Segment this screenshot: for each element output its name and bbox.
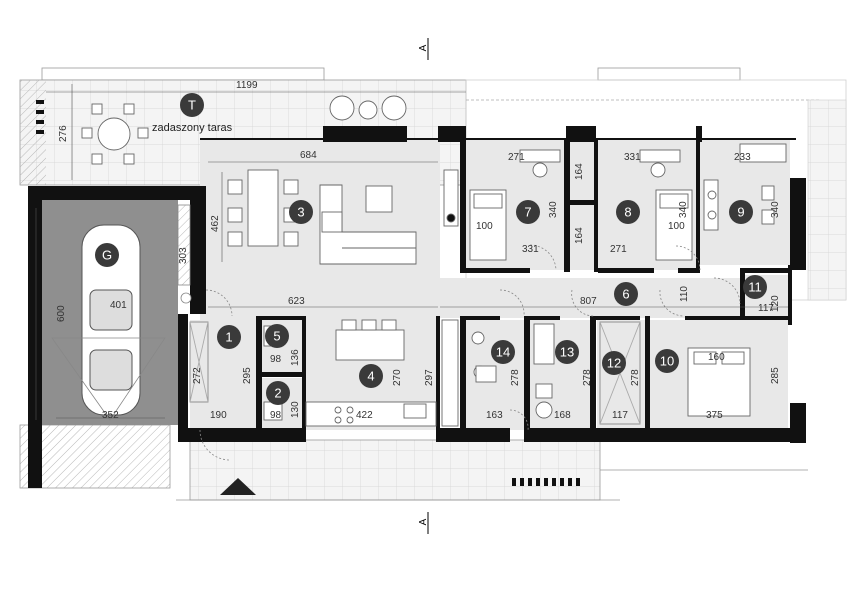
- steps: [36, 100, 580, 486]
- svg-text:9: 9: [737, 205, 744, 220]
- dim-r8-bottom: 271: [610, 244, 627, 255]
- svg-text:14: 14: [496, 345, 510, 360]
- car-icon: [81, 224, 141, 416]
- svg-text:G: G: [102, 248, 112, 263]
- dim-r4-h: 270: [392, 369, 403, 386]
- terrace-label: zadaszony taras: [152, 122, 233, 134]
- dim-closet-b: 164: [574, 227, 585, 244]
- section-marker-top: A: [418, 44, 429, 51]
- dim-r10-bottom: 375: [706, 410, 723, 421]
- room-badge-12: 12: [602, 351, 626, 375]
- dim-r7-bed: 100: [476, 221, 493, 232]
- dim-r8-side: 340: [678, 201, 689, 218]
- svg-text:10: 10: [660, 354, 674, 369]
- room-badge-4: 4: [359, 364, 383, 388]
- dim-r1-h: 295: [242, 367, 253, 384]
- room-badge-1: 1: [217, 325, 241, 349]
- dim-r5-h: 136: [290, 349, 301, 366]
- dimension-lines: [35, 84, 788, 420]
- dim-r4-w: 422: [356, 410, 373, 421]
- svg-text:5: 5: [273, 329, 280, 344]
- svg-text:8: 8: [624, 205, 631, 220]
- dim-garage-depth: 600: [56, 305, 67, 322]
- svg-text:13: 13: [560, 345, 574, 360]
- dim-hall-width: 623: [288, 296, 305, 307]
- dim-r9-top: 233: [734, 152, 751, 163]
- room-badge-11: 11: [743, 275, 767, 299]
- dim-r11-w: 117: [758, 303, 774, 314]
- dim-garage-car: 401: [110, 300, 127, 311]
- room-badge-6: 6: [614, 282, 638, 306]
- room-badge-8: 8: [616, 200, 640, 224]
- svg-text:2: 2: [274, 386, 281, 401]
- furniture: [81, 95, 787, 427]
- room-badge-2: 2: [266, 381, 290, 405]
- dim-r13-w: 168: [554, 410, 571, 421]
- dim-r1-side: 272: [192, 367, 203, 384]
- dim-r9-side: 340: [770, 201, 781, 218]
- dim-r12-h: 278: [630, 369, 641, 386]
- dim-garage-side: 303: [178, 247, 189, 264]
- garage-door: [51, 204, 192, 421]
- dim-r14-h: 278: [510, 369, 521, 386]
- dim-total-width: 1199: [236, 80, 258, 91]
- room-badge-T: T: [180, 93, 204, 117]
- svg-text:T: T: [188, 98, 196, 113]
- dim-r1-w: 190: [210, 410, 227, 421]
- walls: [28, 126, 806, 488]
- dim-r10-side: 285: [770, 367, 781, 384]
- svg-text:12: 12: [607, 356, 621, 371]
- dim-r10-top: 160: [708, 352, 725, 363]
- dim-r5-w: 98: [270, 354, 282, 365]
- dim-living-width: 684: [300, 150, 317, 161]
- room-badge-9: 9: [729, 200, 753, 224]
- dim-r11-h: 120: [770, 295, 781, 312]
- entrance-arrow-icon: [220, 478, 256, 495]
- room-badge-G: G: [95, 243, 119, 267]
- dim-r7-top: 271: [508, 152, 525, 163]
- svg-text:6: 6: [622, 287, 629, 302]
- dim-r8-bed: 100: [668, 221, 685, 232]
- dim-r14-w: 163: [486, 410, 503, 421]
- door-swings: [199, 244, 741, 461]
- entrance-terrace: [19, 424, 808, 501]
- dim-r13-h: 278: [582, 369, 593, 386]
- room-badge-13: 13: [555, 340, 579, 364]
- dim-corridor-width: 807: [580, 296, 597, 307]
- dim-garage-width: 352: [102, 410, 119, 421]
- dim-r2-h: 130: [290, 401, 301, 418]
- svg-text:1: 1: [225, 330, 232, 345]
- dim-r2-w: 98: [270, 410, 282, 421]
- room-badge-10: 10: [655, 349, 679, 373]
- svg-text:11: 11: [748, 280, 762, 295]
- svg-text:7: 7: [524, 205, 531, 220]
- svg-text:3: 3: [297, 205, 304, 220]
- svg-text:4: 4: [367, 369, 374, 384]
- section-markers: A A: [220, 38, 429, 534]
- section-marker-bottom: A: [418, 518, 429, 525]
- dim-living-depth: 462: [210, 215, 221, 232]
- room-badge-7: 7: [516, 200, 540, 224]
- dim-terrace-depth: 276: [58, 125, 69, 142]
- dim-r12-w: 117: [612, 410, 628, 421]
- dim-corridor-depth: 110: [679, 286, 690, 302]
- dim-r7-side: 340: [548, 201, 559, 218]
- dim-r8-top: 331: [624, 152, 641, 163]
- dim-r7-bottom: 331: [522, 244, 539, 255]
- dim-closet-a: 164: [574, 163, 585, 180]
- room-badge-3: 3: [289, 200, 313, 224]
- room-badges: T G 1 2 3 4 5 6 7 8 9 10 11 12 13 14: [95, 93, 767, 405]
- room-badge-5: 5: [265, 324, 289, 348]
- dimension-labels: 1199 276 684 462 623 807 110 600 352 401…: [56, 80, 781, 421]
- room-badge-14: 14: [491, 340, 515, 364]
- dim-r4-side: 297: [424, 369, 435, 386]
